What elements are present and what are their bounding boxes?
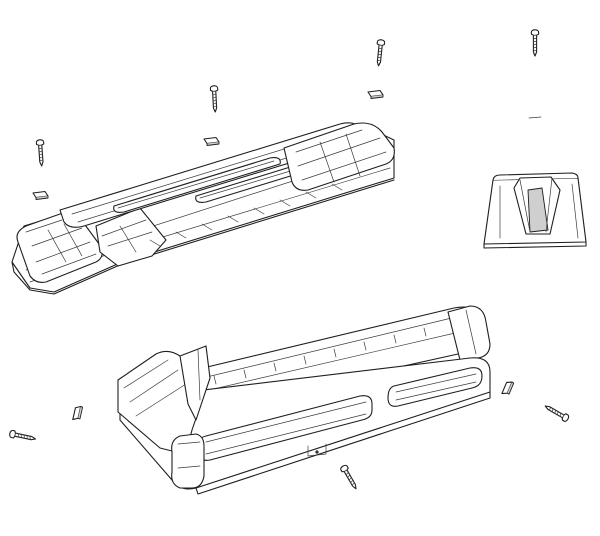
screw-icon xyxy=(542,402,571,423)
plate-icon xyxy=(32,190,49,201)
bracket-bottom-assembly xyxy=(8,305,571,495)
plate-icon xyxy=(500,379,516,398)
bracket-top-assembly xyxy=(11,38,395,295)
plate-icon xyxy=(203,136,220,147)
screw-icon xyxy=(339,463,360,492)
screw-icon xyxy=(35,139,46,167)
end-cap-block xyxy=(483,29,587,249)
plate-icon xyxy=(70,404,85,423)
screw-icon xyxy=(530,29,540,57)
screw-icon xyxy=(209,85,220,113)
plate-icon xyxy=(367,89,384,100)
screw-icon xyxy=(8,429,37,444)
screw-icon xyxy=(374,38,386,67)
